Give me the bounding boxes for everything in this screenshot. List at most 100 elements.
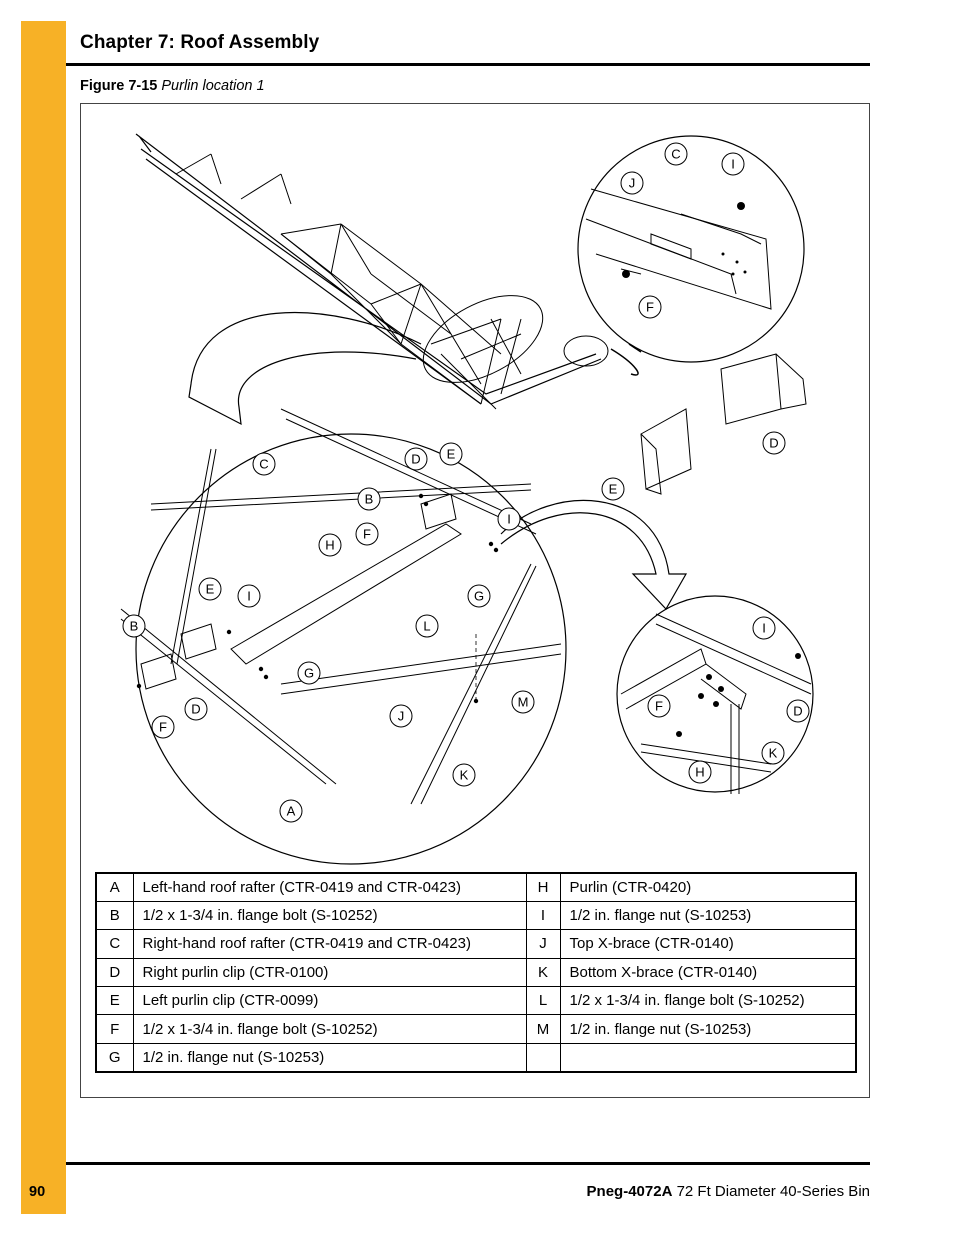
arrow-main-to-detail — [500, 499, 688, 611]
part-key: D — [95, 957, 134, 988]
document-footer: Pneg-4072A 72 Ft Diameter 40-Series Bin — [587, 1183, 870, 1200]
svg-text:I: I — [247, 589, 251, 604]
part-key — [525, 1042, 561, 1073]
part-description: Purlin (CTR-0420) — [559, 871, 857, 902]
purlin-assembly-illustration: C I J F D E C D E B I F H G E I B L G D … — [120, 133, 814, 865]
document-code: Pneg-4072A — [586, 1183, 673, 1200]
part-description: Left purlin clip (CTR-0099) — [132, 986, 527, 1016]
figure-frame: C I J F D E C D E B I F H G E I B L G D … — [80, 103, 870, 1098]
svg-text:E: E — [447, 447, 456, 462]
callout-j-main: J — [389, 704, 413, 728]
part-description: 1/2 in. flange nut (S-10253) — [559, 900, 857, 931]
chapter-color-bar — [21, 21, 66, 1214]
part-description: Top X-brace (CTR-0140) — [559, 929, 857, 959]
svg-text:F: F — [655, 699, 663, 714]
callout-h-main: H — [318, 533, 342, 557]
part-description: Left-hand roof rafter (CTR-0419 and CTR-… — [132, 871, 527, 902]
callout-b-left: B — [122, 614, 146, 638]
part-key: E — [95, 986, 134, 1016]
parts-table: A Left-hand roof rafter (CTR-0419 and CT… — [95, 871, 857, 1073]
callout-f-top: F — [638, 295, 662, 319]
callout-b-main: B — [357, 487, 381, 511]
svg-text:E: E — [206, 582, 215, 597]
svg-text:K: K — [460, 768, 469, 783]
svg-text:H: H — [695, 765, 704, 780]
callout-l-main: L — [415, 614, 439, 638]
part-key: B — [95, 900, 134, 931]
part-key: H — [525, 871, 561, 902]
svg-text:H: H — [325, 538, 334, 553]
part-key: M — [525, 1014, 561, 1044]
part-key: J — [525, 929, 561, 959]
callout-d-main: D — [404, 447, 428, 471]
callout-d-left: D — [184, 697, 208, 721]
svg-text:F: F — [646, 300, 654, 315]
figure-caption: Figure 7-15 Purlin location 1 — [80, 78, 265, 94]
callout-j-top: J — [620, 171, 644, 195]
figure-title: Purlin location 1 — [161, 78, 265, 94]
callout-i-top: I — [721, 152, 745, 176]
svg-text:J: J — [629, 176, 636, 191]
part-key: F — [95, 1014, 134, 1044]
svg-text:L: L — [423, 619, 430, 634]
table-row: C Right-hand roof rafter (CTR-0419 and C… — [95, 929, 857, 959]
table-row: A Left-hand roof rafter (CTR-0419 and CT… — [95, 871, 857, 902]
part-key: A — [95, 871, 134, 902]
callout-m-main: M — [511, 690, 535, 714]
part-description: Right-hand roof rafter (CTR-0419 and CTR… — [132, 929, 527, 959]
callout-g-left: G — [297, 661, 321, 685]
svg-text:D: D — [793, 704, 802, 719]
svg-text:K: K — [769, 746, 778, 761]
part-description: 1/2 x 1-3/4 in. flange bolt (S-10252) — [132, 1014, 527, 1044]
detail-circle-top — [577, 135, 805, 363]
part-key: C — [95, 929, 134, 959]
document-title: 72 Ft Diameter 40-Series Bin — [676, 1183, 870, 1200]
svg-text:D: D — [769, 436, 778, 451]
part-description: 1/2 in. flange nut (S-10253) — [559, 1014, 857, 1044]
table-row: E Left purlin clip (CTR-0099) L 1/2 x 1-… — [95, 986, 857, 1016]
callout-d-bottom: D — [786, 699, 810, 723]
part-key: I — [525, 900, 561, 931]
callout-i-bottom: I — [752, 616, 776, 640]
figure-number: Figure 7-15 — [80, 78, 158, 94]
footer-rule — [66, 1162, 870, 1165]
callout-i-main: I — [497, 507, 521, 531]
callout-c-main: C — [252, 452, 276, 476]
callout-i-left: I — [237, 584, 261, 608]
svg-text:I: I — [762, 621, 766, 636]
part-description — [559, 1042, 857, 1073]
svg-text:D: D — [411, 452, 420, 467]
callout-f-left: F — [151, 715, 175, 739]
callout-d-clip: D — [762, 431, 786, 455]
part-key: K — [525, 957, 561, 988]
svg-text:F: F — [363, 527, 371, 542]
svg-text:F: F — [159, 720, 167, 735]
rafter-truss-overview — [135, 133, 642, 410]
svg-text:I: I — [731, 157, 735, 172]
purlin-clips — [640, 353, 807, 495]
callout-e-left: E — [198, 577, 222, 601]
svg-text:A: A — [287, 804, 296, 819]
svg-text:C: C — [259, 457, 268, 472]
part-description: 1/2 x 1-3/4 in. flange bolt (S-10252) — [132, 900, 527, 931]
svg-text:B: B — [365, 492, 374, 507]
callout-h-bottom: H — [688, 760, 712, 784]
part-description: 1/2 in. flange nut (S-10253) — [132, 1042, 527, 1073]
table-row: F 1/2 x 1-3/4 in. flange bolt (S-10252) … — [95, 1014, 857, 1044]
part-key: L — [525, 986, 561, 1016]
callout-e-main: E — [439, 442, 463, 466]
table-row: G 1/2 in. flange nut (S-10253) — [95, 1042, 857, 1073]
svg-text:J: J — [398, 709, 405, 724]
svg-text:B: B — [130, 619, 139, 634]
callout-f-bottom: F — [647, 694, 671, 718]
callout-f-main: F — [355, 522, 379, 546]
detail-circle-bottom — [616, 595, 814, 794]
svg-text:G: G — [474, 589, 484, 604]
callout-c-top: C — [664, 142, 688, 166]
callout-k-bottom: K — [761, 741, 785, 765]
callout-labels: C I J F D E C D E B I F H G E I B L G D … — [122, 142, 810, 823]
part-description: Right purlin clip (CTR-0100) — [132, 957, 527, 988]
callout-g-main: G — [467, 584, 491, 608]
page-number: 90 — [29, 1184, 46, 1200]
chapter-title: Chapter 7: Roof Assembly — [80, 32, 320, 53]
